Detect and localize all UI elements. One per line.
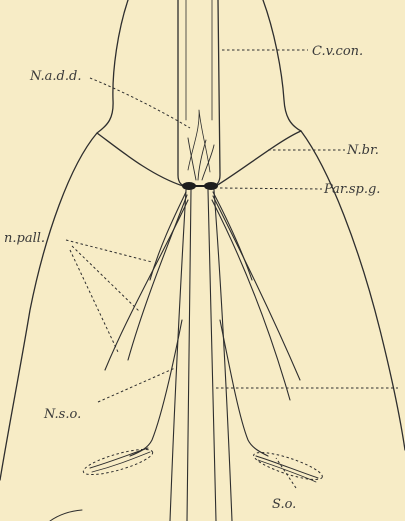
right-sense-organ — [251, 447, 324, 484]
leader-n-add — [90, 78, 190, 128]
leader-n-so — [98, 368, 175, 402]
cord-right-outer — [214, 190, 232, 521]
label-n-add: N.a.d.d. — [29, 69, 81, 84]
pallial-nerves — [105, 192, 300, 400]
ganglia — [182, 182, 218, 190]
label-n-br: N.br. — [346, 143, 379, 158]
central-vessel — [178, 0, 220, 186]
label-n-pall: n.pall. — [4, 231, 45, 246]
adductor-nerves — [188, 138, 214, 180]
left-inner-fold — [97, 133, 183, 186]
sense-organs — [81, 444, 325, 484]
cord-left-inner — [187, 190, 191, 521]
left-so-nerve — [130, 320, 182, 456]
pallial-right-3 — [212, 200, 290, 400]
leader-lines — [66, 50, 398, 488]
nerve-cords — [170, 190, 232, 521]
label-par-sp-g: Par.sp.g. — [323, 182, 380, 197]
bottom-fragment — [50, 510, 82, 521]
leader-n-pall-3 — [70, 250, 118, 352]
leader-par-sp-g — [220, 188, 322, 189]
cord-right-inner — [208, 190, 216, 521]
pallial-left-3 — [105, 200, 188, 370]
label-cv-con: C.v.con. — [312, 44, 363, 59]
cord-left-outer — [170, 190, 186, 521]
leader-n-pall-1 — [66, 240, 152, 262]
labels: C.v.con. N.a.d.d. N.br. Par.sp.g. n.pall… — [4, 44, 380, 512]
right-inner-fold — [216, 131, 301, 186]
vessel-taper — [188, 110, 210, 172]
pallial-left-1 — [150, 192, 186, 280]
label-so: S.o. — [272, 497, 296, 512]
label-n-so: N.s.o. — [43, 407, 81, 422]
